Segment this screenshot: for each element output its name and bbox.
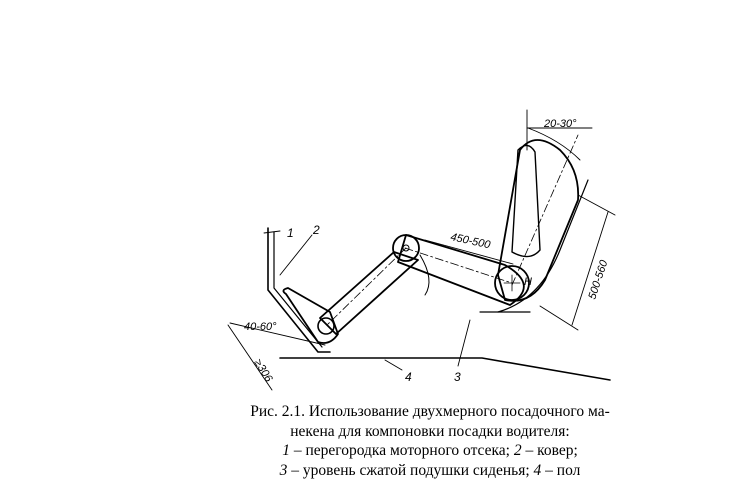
callout-2: 2 xyxy=(312,223,320,237)
knee-joint xyxy=(392,234,420,262)
legend-text-2: – ковер; xyxy=(521,442,578,459)
legend-text-3: – уровень сжатой подушки сиденья; xyxy=(287,461,534,479)
manikin-shin xyxy=(319,251,419,335)
legend-num-3: 3 xyxy=(279,461,288,479)
dim-foot-angle: 40-60° xyxy=(244,321,277,333)
caption-line-2: некена для компоновки посадки водителя: xyxy=(290,422,570,440)
callout-3: 3 xyxy=(454,370,461,384)
callout-4: 4 xyxy=(405,370,412,384)
manikin-back-panel xyxy=(511,144,541,258)
legend-num-1: 1 xyxy=(282,442,290,459)
h-point-label: H xyxy=(524,276,532,288)
torso-centerline xyxy=(511,134,579,286)
manikin-thigh xyxy=(397,234,525,306)
legend-text-4: – пол xyxy=(541,461,581,479)
floor-line xyxy=(279,357,611,381)
dim-angle-top: 20-30° xyxy=(543,118,577,130)
manikin-foot xyxy=(282,287,339,344)
ankle-joint xyxy=(317,317,335,335)
dim-torso-length: 500-560 xyxy=(586,258,610,301)
engine-bulkhead xyxy=(267,227,331,353)
carpet xyxy=(273,231,323,348)
torso-dim-line xyxy=(571,211,609,326)
hip-joint xyxy=(494,265,530,301)
thigh-centerline xyxy=(404,247,513,284)
caption-line-3: 1 – перегородка моторного отсека; 2 – ко… xyxy=(160,441,700,461)
legend-text-1: – перегородка моторного отсека; xyxy=(289,442,514,459)
dim-heel: ≥306 xyxy=(251,357,275,385)
caption-line-4: 3 – уровень сжатой подушки сиденья; 4 – … xyxy=(160,461,700,481)
thigh-dim-line xyxy=(424,239,514,265)
manikin-torso xyxy=(497,139,580,302)
caption-line-1: Рис. 2.1. Использование двухмерного поса… xyxy=(250,403,610,420)
legend-num-4: 4 xyxy=(533,461,542,479)
figure-caption: Рис. 2.1. Использование двухмерного поса… xyxy=(160,402,700,480)
legend-num-2: 2 xyxy=(513,442,522,459)
seat-back xyxy=(497,179,589,313)
callout-1: 1 xyxy=(287,226,294,240)
